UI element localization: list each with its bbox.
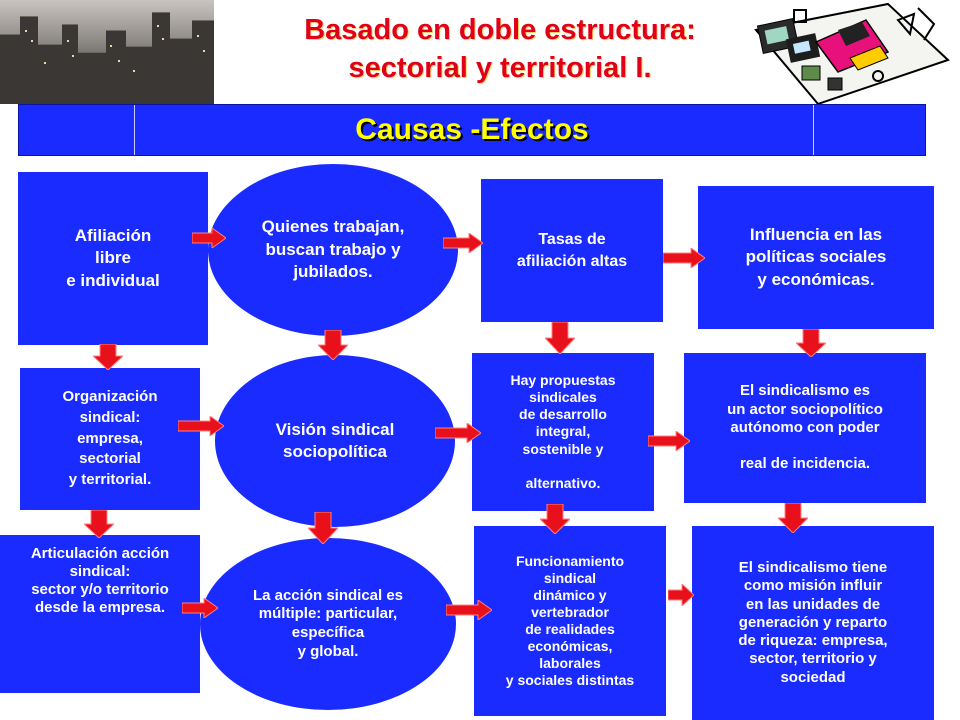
ellipse-quienes-trabajan-text: Quienes trabajan, buscan trabajo y jubil… [261,217,405,282]
arrow-right-icon [182,598,218,618]
box-actor-sociopolitico-text: El sindicalismo es un actor sociopolític… [727,382,883,473]
arrow-down-icon [93,344,123,370]
box-actor-sociopolitico: El sindicalismo es un actor sociopolític… [684,353,926,503]
title-line-2: sectorial y territorial I. [348,52,652,84]
arrow-right-icon [192,228,226,248]
box-organizacion: Organización sindical: empresa, sectoria… [20,368,200,510]
arrow-right-icon [443,233,483,253]
box-funcionamiento-text: Funcionamiento sindical dinámico y verte… [505,552,635,689]
ellipse-accion-multiple: La acción sindical es múltiple: particul… [200,538,456,710]
ellipse-quienes-trabajan: Quienes trabajan, buscan trabajo y jubil… [208,164,458,336]
box-tasas-afiliacion: Tasas de afiliación altas [481,179,663,322]
title-line-1: Basado en doble estructura: [304,14,696,46]
arrow-down-icon [84,510,114,538]
box-articulacion-text: Articulación acción sindical: sector y/o… [30,545,170,616]
ellipse-accion-multiple-text: La acción sindical es múltiple: particul… [252,586,404,660]
ellipse-vision-sindical-text: Visión sindical sociopolítica [275,419,395,461]
ellipse-vision-sindical: Visión sindical sociopolítica [215,355,455,527]
box-organizacion-text: Organización sindical: empresa, sectoria… [62,388,158,489]
box-mision-text: El sindicalismo tiene como misión influi… [738,558,888,686]
arrow-down-icon [318,330,348,360]
arrow-right-icon [663,248,705,268]
arrow-down-icon [308,512,338,544]
box-influencia-text: Influencia en las políticas sociales y e… [745,224,887,289]
arrow-right-icon [178,416,224,436]
arrow-right-icon [648,431,690,451]
box-propuestas-text: Hay propuestas sindicales de desarrollo … [510,372,616,491]
city-skyline-photo [0,0,214,104]
arrow-down-icon [778,503,808,533]
header-title: Causas -Efectos [355,113,589,146]
box-afiliacion-text: Afiliación libre e individual [66,225,160,290]
arrow-right-icon [435,423,481,443]
arrow-down-icon [540,504,570,534]
arrow-right-icon [668,584,694,606]
box-articulacion: Articulación acción sindical: sector y/o… [0,535,200,693]
box-funcionamiento: Funcionamiento sindical dinámico y verte… [474,526,666,716]
box-influencia: Influencia en las políticas sociales y e… [698,186,934,329]
box-tasas-afiliacion-text: Tasas de afiliación altas [516,231,628,270]
header-bar: Causas -Efectos [18,104,926,156]
arrow-down-icon [796,329,826,357]
office-clipart [754,2,950,106]
box-afiliacion: Afiliación libre e individual [18,172,208,345]
box-mision: El sindicalismo tiene como misión influi… [692,526,934,720]
box-propuestas: Hay propuestas sindicales de desarrollo … [472,353,654,511]
arrow-right-icon [446,600,492,620]
arrow-down-icon [545,322,575,354]
